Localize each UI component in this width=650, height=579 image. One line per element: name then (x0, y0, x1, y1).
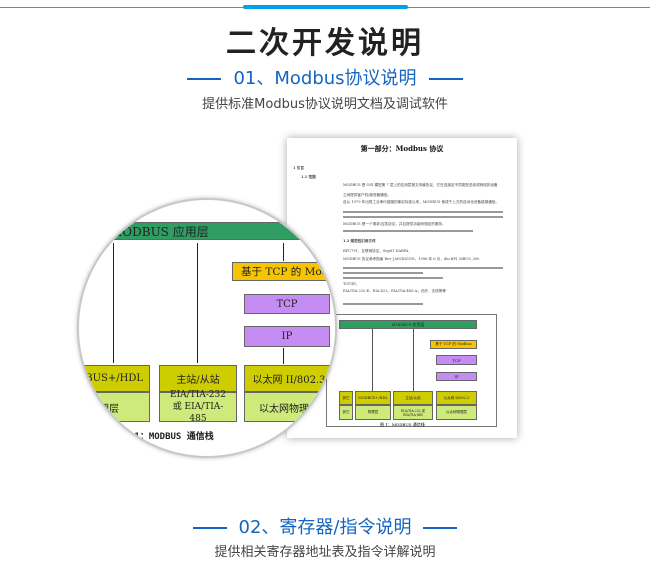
dash-left (187, 78, 222, 80)
doc-text-filler (343, 230, 473, 232)
magnifier-circle: MODBUS 应用层 基于 TCP 的 Modbus TCP IP MODBUS… (77, 198, 337, 458)
doc-ethernet: 以太网 II/802.3 (436, 391, 477, 405)
app-layer-bar: MODBUS 应用层 (79, 222, 335, 240)
doc-master-slave: 主站/从站 (393, 391, 433, 405)
doc-text-filler (343, 277, 443, 279)
doc-hdl-phy: 物理层 (355, 405, 391, 420)
doc-ip: IP (436, 372, 477, 381)
doc-ethernet-phy: 以太网物理层 (436, 405, 477, 420)
doc-text-filler (343, 216, 503, 218)
arrow-serial (197, 243, 198, 363)
ethernet-phy-box: 以太网物理层 (244, 392, 334, 422)
arrow-hdl (113, 243, 114, 363)
doc-hdl: MODBUS+/HDL (355, 391, 391, 405)
doc-line: RFC791，互联网协议，Sep81 DARPA (343, 249, 409, 253)
doc-line: MODBUS 是一个请求/应答协议，并且提供功能码规定的服务。 (343, 222, 446, 226)
doc-text-filler (343, 272, 423, 274)
page-title: 二次开发说明 (226, 26, 424, 61)
doc-line: TCP/IP。 (343, 282, 360, 286)
top-accent-bar (243, 5, 408, 9)
doc-other: 其它 (339, 391, 353, 405)
section-1-subtitle: 提供标准Modbus协议说明文档及调试软件 (202, 97, 448, 112)
dash-right (423, 527, 458, 529)
ethernet-box: 以太网 II/802.3 (244, 365, 334, 392)
doc-text-filler (343, 267, 503, 269)
diagram-caption: 图 1：MODBUS 通信栈 (120, 432, 214, 442)
doc-text-filler (343, 303, 423, 305)
doc-heading: 第一部分：Modbus 协议 (360, 144, 444, 153)
doc-section-1-2: 1.2 规范性引用文件 (343, 239, 376, 243)
doc-line: 自从 1979 年出现工业串行链路的事实标准以来，MODBUS 使成千上万的自动… (343, 200, 499, 204)
arrow-ethernet (283, 348, 284, 364)
section-2-subtitle: 提供相关寄存器地址表及指令详解说明 (214, 545, 436, 560)
doc-section-1-1: 1.1 范围 (301, 175, 316, 179)
doc-line: EIA/TIA-232-E、EIA-422、EIA/TIA-485-A；光纤，无… (343, 289, 446, 293)
doc-tcp: TCP (436, 355, 477, 365)
doc-section-1: 1 引言 (293, 166, 304, 170)
doc-serial-phy: EIA/TIA-232 或 EIA/TIA-485 (393, 405, 433, 420)
hdl-box: MODBUS+/HDL (79, 365, 150, 392)
section-1-title: 01、Modbus协议说明 (233, 68, 417, 89)
section-2-title: 02、寄存器/指令说明 (238, 517, 412, 538)
doc-arrow (372, 329, 373, 391)
tcp-box: TCP (244, 294, 330, 314)
doc-line: 之间提供客户机/服务器通信。 (343, 193, 391, 197)
hdl-phy-box: 物理层 (79, 392, 150, 422)
doc-other-phy: 其它 (339, 405, 353, 420)
tcp-modbus-box: 基于 TCP 的 Modbus (232, 262, 335, 281)
master-slave-box: 主站/从站 (159, 365, 237, 392)
doc-arrow (413, 329, 414, 391)
doc-app-layer: MODBUS 应用层 (339, 320, 477, 329)
section-1-heading: 01、Modbus协议说明 (0, 64, 650, 90)
arrow-tcp-modbus (283, 243, 284, 261)
serial-phy-box: EIA/TIA-232 或 EIA/TIA-485 (159, 390, 237, 424)
doc-tcp-modbus: 基于 TCP 的 Modbus (430, 340, 477, 349)
doc-line: MODBUS 是 OSI 模型第 7 层上的应用层报文传输协议，它在连接至不同类… (343, 183, 498, 187)
doc-text-filler (343, 211, 503, 213)
doc-diagram-caption: 图 1：MODBUS 通信栈 (380, 422, 425, 427)
section-2-heading: 02、寄存器/指令说明 (0, 513, 650, 539)
dash-right (428, 78, 463, 80)
ip-box: IP (244, 326, 330, 347)
doc-line: MODBUS 协议参考指南 Rev J,MODICON，1996 年 6 月，d… (343, 257, 480, 261)
dash-left (192, 527, 227, 529)
